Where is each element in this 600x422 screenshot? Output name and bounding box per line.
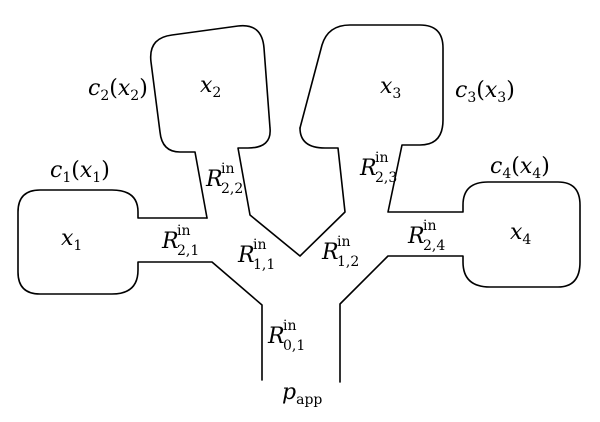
outlet-pressure-label: papp [282, 380, 323, 408]
cell-label-x2: x2 [200, 73, 222, 101]
capacity-label-c2: c2(x2) [88, 76, 148, 104]
cell-label-x3: x3 [380, 74, 402, 102]
capacity-label-c4: c4(x4) [490, 154, 550, 182]
chamber-x1-outline [17, 189, 263, 381]
chamber-x2-outline [149, 24, 346, 257]
capacity-label-c1: c1(x1) [50, 158, 110, 186]
chamber-x3-outline [299, 24, 581, 383]
capacity-label-c3: c3(x3) [455, 78, 515, 106]
cell-label-x4: x4 [510, 220, 532, 248]
cell-label-x1: x1 [61, 226, 83, 254]
